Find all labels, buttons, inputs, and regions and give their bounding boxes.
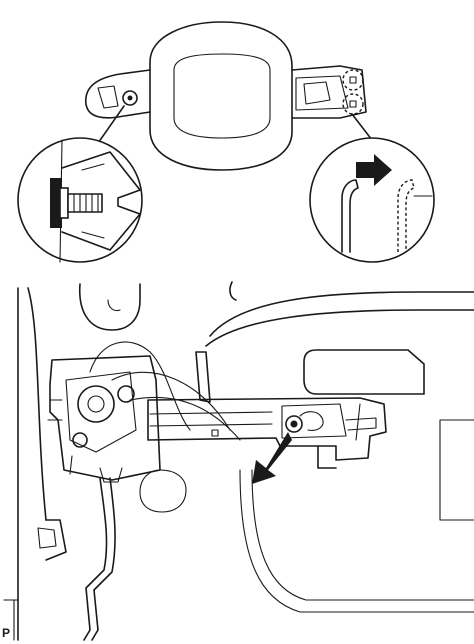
control-rods <box>83 341 241 641</box>
handle-frame-top-view <box>85 21 367 171</box>
bolt-detail-view <box>17 137 143 263</box>
bracket-bolt-icon <box>285 415 303 433</box>
door-inner-panel <box>3 281 474 641</box>
clip-detail-view <box>309 137 435 263</box>
door-lock-assembly <box>47 355 161 483</box>
frame-bolt-icon <box>122 90 138 106</box>
clip-location-icon <box>342 69 364 115</box>
leader-line-right <box>351 113 373 141</box>
bolt-pointer-arrow-icon <box>252 432 292 484</box>
leader-line-left <box>95 105 125 147</box>
push-direction-arrow-icon <box>356 154 392 186</box>
handle-bracket <box>147 397 387 469</box>
figure-code-label: P <box>2 626 11 640</box>
